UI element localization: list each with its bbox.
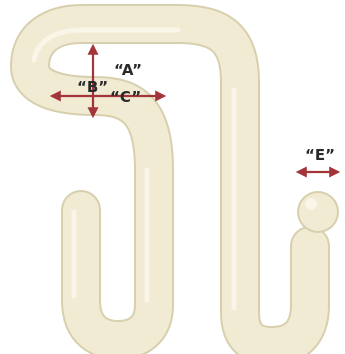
hook-body xyxy=(10,4,330,354)
ball-end xyxy=(297,191,339,233)
dimension-e-label: “E” xyxy=(305,146,335,164)
dimension-arrows xyxy=(49,43,341,178)
dimension-b-label: “B” xyxy=(77,78,109,96)
dimension-a-label: “A” xyxy=(114,61,143,79)
dimension-c-label: “C” xyxy=(110,88,142,106)
